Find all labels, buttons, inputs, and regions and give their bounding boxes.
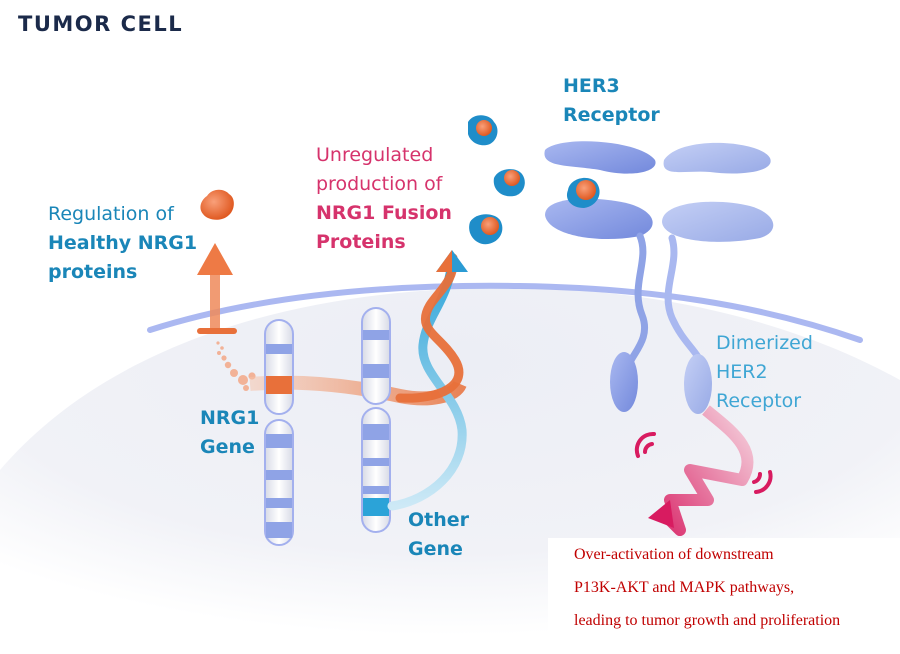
annotation-line: P13K-AKT and MAPK pathways, [574, 579, 795, 596]
label-her2-receptor: Dimerized HER2 Receptor [716, 329, 813, 416]
dissolving-particles [216, 341, 256, 391]
cell-membrane [147, 282, 863, 343]
nrg1-gene-strand [395, 253, 464, 403]
nrg1-gene-band [266, 376, 292, 394]
diagram-title: TUMOR CELL [18, 12, 184, 36]
label-line: NRG1 Fusion [316, 202, 452, 224]
label-line: Gene [200, 436, 255, 458]
label-line: production of [316, 173, 443, 195]
label-line: Receptor [563, 104, 660, 126]
fusion-protein [469, 214, 503, 245]
other-gene-band [363, 498, 389, 516]
label-line: Proteins [316, 231, 406, 253]
signal-arrow-head [648, 500, 674, 528]
label-line: HER3 [563, 75, 620, 97]
label-her3-receptor: HER3 Receptor [563, 72, 660, 130]
label-line: Regulation of [48, 203, 174, 225]
label-line: Receptor [716, 390, 802, 412]
signal-lightning [657, 405, 754, 536]
label-line: Other [408, 509, 470, 531]
annotation-box: Over-activation of downstream P13K-AKT a… [548, 538, 900, 654]
chromosome-nrg1 [264, 319, 294, 546]
her3-receptor [544, 141, 656, 412]
healthy-nrg1-protein [200, 189, 234, 220]
her2-receptor [662, 142, 774, 414]
label-line: NRG1 [200, 407, 260, 429]
healthy-regulation-arrow [197, 243, 237, 334]
label-line: Gene [408, 538, 463, 560]
annotation-line: Over-activation of downstream [574, 546, 774, 563]
label-unregulated: Unregulated production of NRG1 Fusion Pr… [316, 141, 452, 257]
label-line: Dimerized [716, 332, 813, 354]
label-line: proteins [48, 261, 138, 283]
label-line: HER2 [716, 361, 768, 383]
label-nrg1-gene: NRG1 Gene [200, 404, 259, 462]
label-regulation: Regulation of Healthy NRG1 proteins [48, 200, 197, 287]
label-other-gene: Other Gene [408, 506, 469, 564]
bound-fusion-protein [566, 177, 600, 208]
fusion-protein [468, 115, 498, 146]
chromosome-other [361, 307, 391, 533]
fusion-protein [493, 169, 525, 197]
annotation-line: leading to tumor growth and proliferatio… [574, 612, 841, 629]
label-line: Unregulated [316, 144, 434, 166]
label-line: Healthy NRG1 [48, 232, 198, 254]
signal-waves-icon [634, 431, 773, 494]
